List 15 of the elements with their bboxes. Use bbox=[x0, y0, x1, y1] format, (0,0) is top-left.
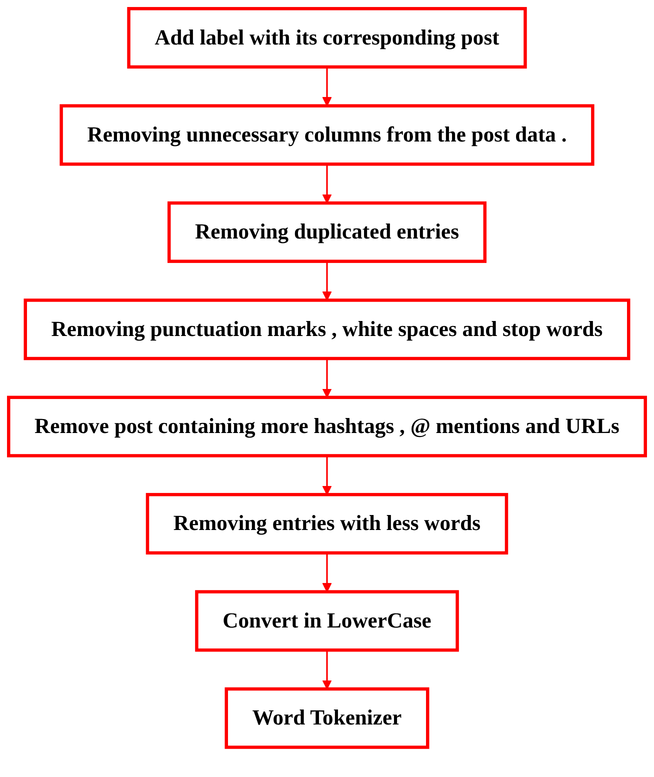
arrow bbox=[322, 164, 332, 204]
node-box: Convert in LowerCase bbox=[195, 590, 459, 652]
arrow bbox=[322, 456, 332, 496]
node-box: Remove post containing more hashtags , @ mentions and URLs bbox=[7, 396, 647, 458]
node-box: Removing unnecessary columns from the post data . bbox=[60, 104, 594, 166]
node-box: Removing duplicated entries bbox=[167, 201, 487, 263]
arrow bbox=[322, 261, 332, 301]
arrow bbox=[322, 552, 332, 592]
node-box: Removing entries with less words bbox=[146, 492, 508, 555]
node-box: Removing punctuation marks , white spaces and stop words bbox=[24, 298, 630, 360]
arrow bbox=[322, 66, 332, 106]
node-box: Word Tokenizer bbox=[224, 687, 430, 749]
node-box: Add label with its corresponding post bbox=[127, 7, 527, 69]
arrow bbox=[322, 650, 332, 690]
arrow bbox=[322, 358, 332, 398]
